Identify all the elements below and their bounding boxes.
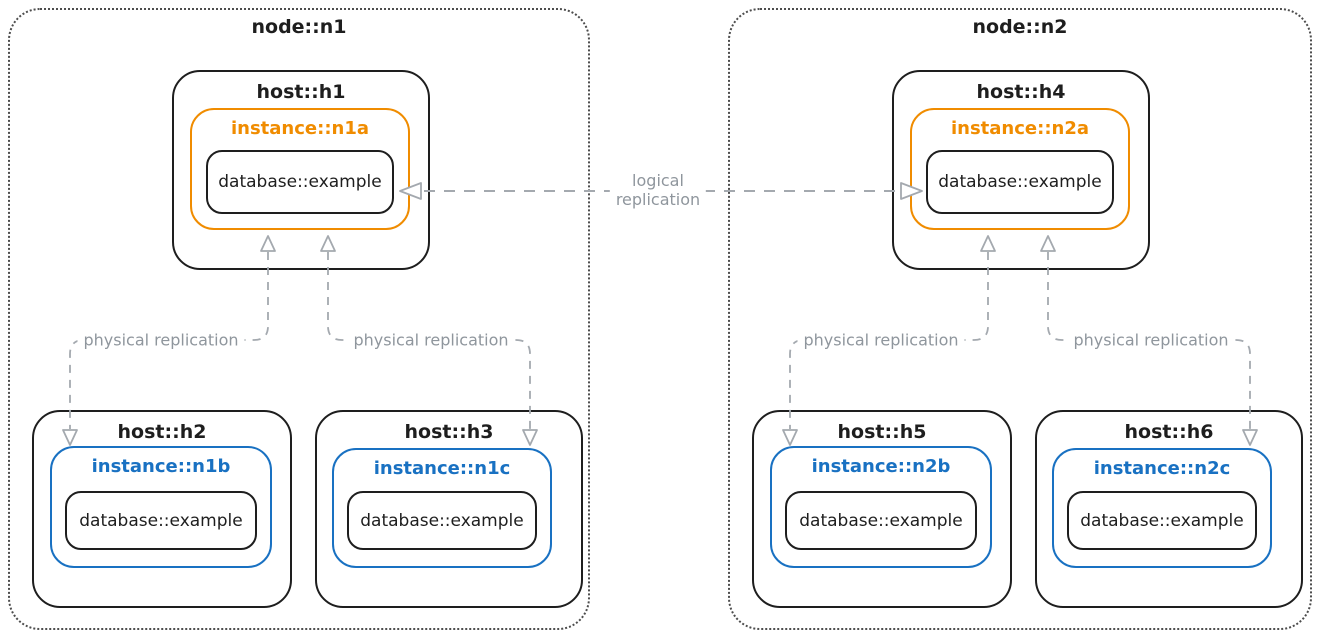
- instance-n1a-title: instance::n1a: [230, 118, 370, 139]
- database-h1-label: database::example: [218, 172, 382, 192]
- database-h3-box: database::example: [347, 491, 537, 550]
- host-h1-title: host::h1: [256, 81, 346, 103]
- node-n2-box: [728, 8, 1312, 630]
- database-h3-label: database::example: [360, 510, 524, 531]
- database-h1-box: database::example: [206, 150, 394, 214]
- instance-n2c-title: instance::n2c: [1093, 458, 1231, 479]
- host-h3-title: host::h3: [404, 421, 494, 443]
- physical-replication-label-4: physical replication: [1067, 330, 1235, 350]
- host-h5-title: host::h5: [837, 421, 927, 443]
- node-n1-box: [8, 8, 590, 630]
- database-h5-box: database::example: [785, 491, 977, 550]
- instance-n1b-title: instance::n1b: [91, 456, 231, 477]
- host-h4-title: host::h4: [976, 81, 1066, 103]
- physical-replication-label-1: physical replication: [77, 330, 245, 350]
- database-h4-box: database::example: [926, 150, 1114, 214]
- database-h6-label: database::example: [1080, 510, 1244, 531]
- instance-n2a-title: instance::n2a: [950, 118, 1090, 139]
- logical-replication-label-line1: logical: [632, 171, 684, 190]
- database-h5-label: database::example: [799, 510, 963, 531]
- node-n2-title: node::n2: [972, 16, 1068, 38]
- database-h2-label: database::example: [79, 510, 243, 531]
- host-h6-title: host::h6: [1124, 421, 1214, 443]
- instance-n2b-title: instance::n2b: [811, 456, 951, 477]
- physical-replication-label-2: physical replication: [347, 330, 515, 350]
- database-h2-box: database::example: [65, 491, 257, 550]
- node-n1-title: node::n1: [251, 16, 347, 38]
- database-h4-label: database::example: [938, 172, 1102, 192]
- database-h6-box: database::example: [1067, 491, 1257, 550]
- logical-replication-label: logical replication: [609, 171, 707, 209]
- instance-n1c-title: instance::n1c: [373, 458, 511, 479]
- physical-replication-label-3: physical replication: [797, 330, 965, 350]
- logical-replication-label-line2: replication: [615, 190, 701, 209]
- host-h2-title: host::h2: [117, 421, 207, 443]
